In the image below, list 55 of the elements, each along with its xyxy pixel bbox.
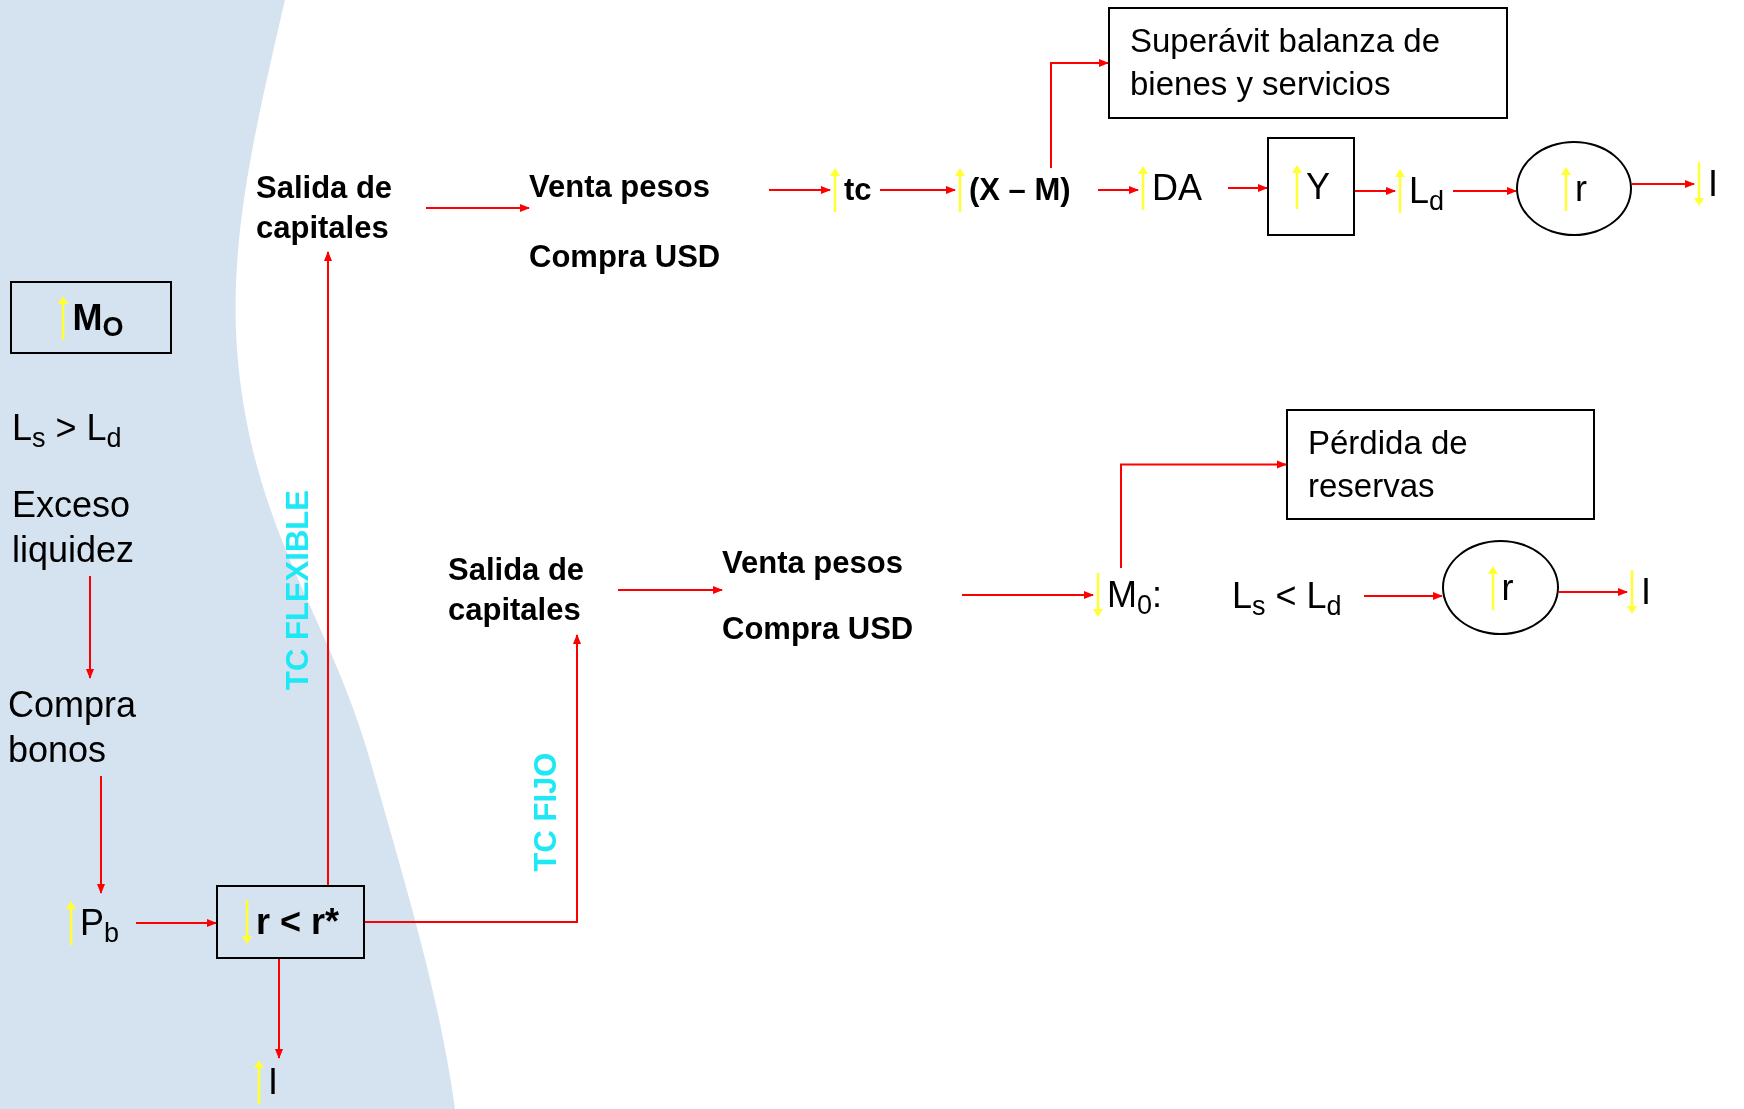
node-text: r < r* bbox=[255, 900, 340, 944]
process-box bbox=[1267, 137, 1355, 236]
arrow bbox=[1227, 184, 1268, 192]
node-text: I bbox=[268, 1060, 278, 1104]
node-text: M$_{0}$: bbox=[1107, 573, 1163, 622]
process-box bbox=[10, 281, 172, 354]
node-text: Venta pesos bbox=[722, 544, 903, 582]
node-text: r bbox=[1501, 565, 1514, 610]
node-text: M$_{O}$ bbox=[72, 295, 124, 345]
node-text: P$_{b}$ bbox=[80, 901, 120, 950]
arrow bbox=[275, 958, 283, 1059]
node-text: Compra USD bbox=[529, 237, 721, 276]
arrow bbox=[1354, 187, 1396, 195]
arrow bbox=[1558, 588, 1628, 596]
arrow bbox=[1631, 180, 1695, 188]
node-text: Superávit balanza de bienes y servicios bbox=[1130, 21, 1442, 104]
arrow bbox=[1452, 187, 1517, 195]
edge-label: TC FLEXIBLE bbox=[278, 490, 316, 690]
node-text: I bbox=[1641, 570, 1651, 614]
arrow bbox=[135, 919, 217, 927]
arrow bbox=[364, 634, 581, 923]
arrow bbox=[1363, 592, 1443, 600]
arrow bbox=[1097, 186, 1139, 194]
node-text: (X – M) bbox=[969, 170, 1071, 209]
node-text: Compra USD bbox=[722, 609, 914, 648]
arrow bbox=[617, 586, 723, 594]
arrow bbox=[97, 775, 105, 894]
node-text: r bbox=[1575, 166, 1587, 211]
arrow bbox=[324, 251, 332, 886]
node-text: Salida de capitales bbox=[256, 168, 394, 247]
arrow bbox=[425, 204, 530, 212]
arrow bbox=[879, 186, 956, 194]
process-box bbox=[216, 885, 365, 959]
process-box bbox=[1108, 7, 1508, 119]
node-text: L$_{s}$ < L$_{d}$ bbox=[1232, 574, 1342, 623]
node-text: Venta pesos bbox=[529, 168, 710, 206]
node-text: Exceso liquidez bbox=[12, 483, 136, 572]
arrow bbox=[1050, 59, 1109, 169]
node-text: L$_{s}$ > L$_{d}$ bbox=[12, 406, 122, 455]
circle-node bbox=[1516, 141, 1632, 236]
arrow bbox=[961, 591, 1094, 599]
arrow bbox=[1120, 460, 1287, 569]
edge-label: TC FIJO bbox=[526, 752, 564, 872]
circle-node bbox=[1442, 540, 1559, 635]
node-text: Pérdida de reservas bbox=[1308, 422, 1469, 506]
node-text: Salida de capitales bbox=[448, 550, 586, 629]
node-text: Y bbox=[1306, 164, 1330, 209]
process-box bbox=[1286, 409, 1595, 520]
arrow bbox=[768, 186, 831, 194]
node-text: tc bbox=[844, 170, 872, 209]
node-text: I bbox=[1708, 162, 1718, 206]
node-text: Compra bonos bbox=[8, 683, 138, 772]
node-text: DA bbox=[1152, 166, 1202, 210]
arrow bbox=[86, 575, 94, 679]
node-text: L$_{d}$ bbox=[1409, 169, 1445, 218]
